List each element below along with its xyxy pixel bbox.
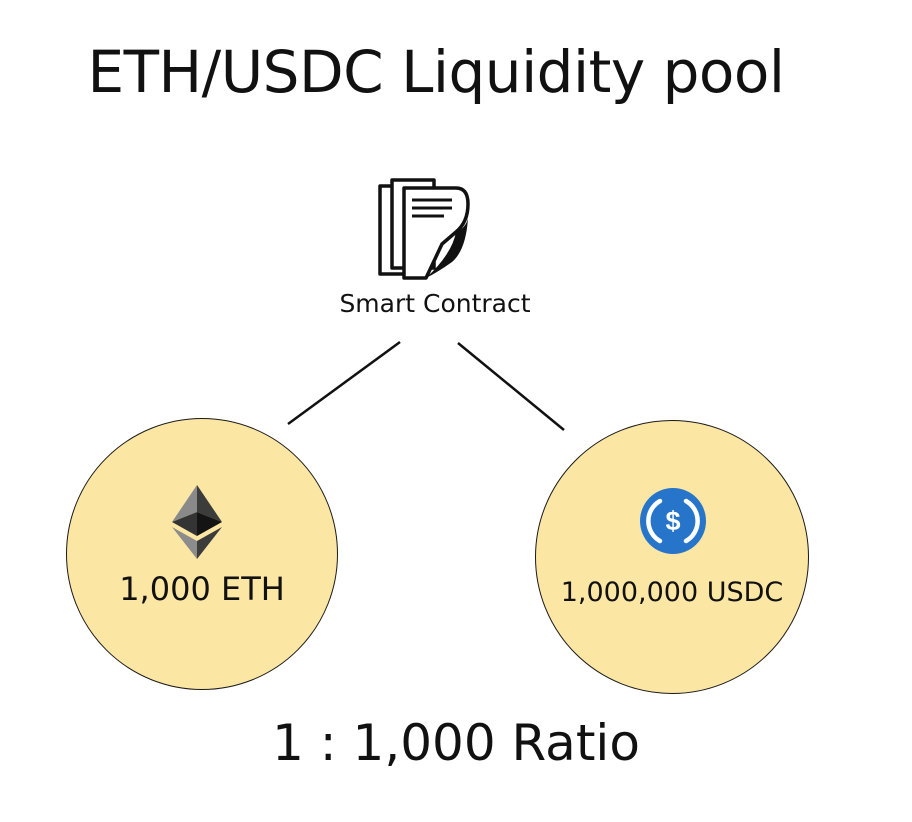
usdc-amount-label: 1,000,000 USDC	[560, 577, 784, 608]
document-stack-icon	[378, 178, 470, 280]
eth-pool-circle: 1,000 ETH	[66, 418, 338, 690]
svg-text:$: $	[665, 506, 680, 536]
ratio-label: 1 : 1,000 Ratio	[272, 714, 640, 772]
diagram-title: ETH/USDC Liquidity pool	[87, 38, 785, 106]
connector-line-eth	[287, 340, 401, 426]
ethereum-icon	[172, 485, 222, 559]
usdc-icon: $	[640, 488, 706, 554]
connector-line-usdc	[457, 342, 565, 431]
usdc-pool-circle: $ 1,000,000 USDC	[535, 420, 809, 694]
eth-amount-label: 1,000 ETH	[119, 570, 285, 608]
smart-contract-node: Smart Contract	[330, 176, 540, 326]
smart-contract-label: Smart Contract	[339, 289, 531, 318]
